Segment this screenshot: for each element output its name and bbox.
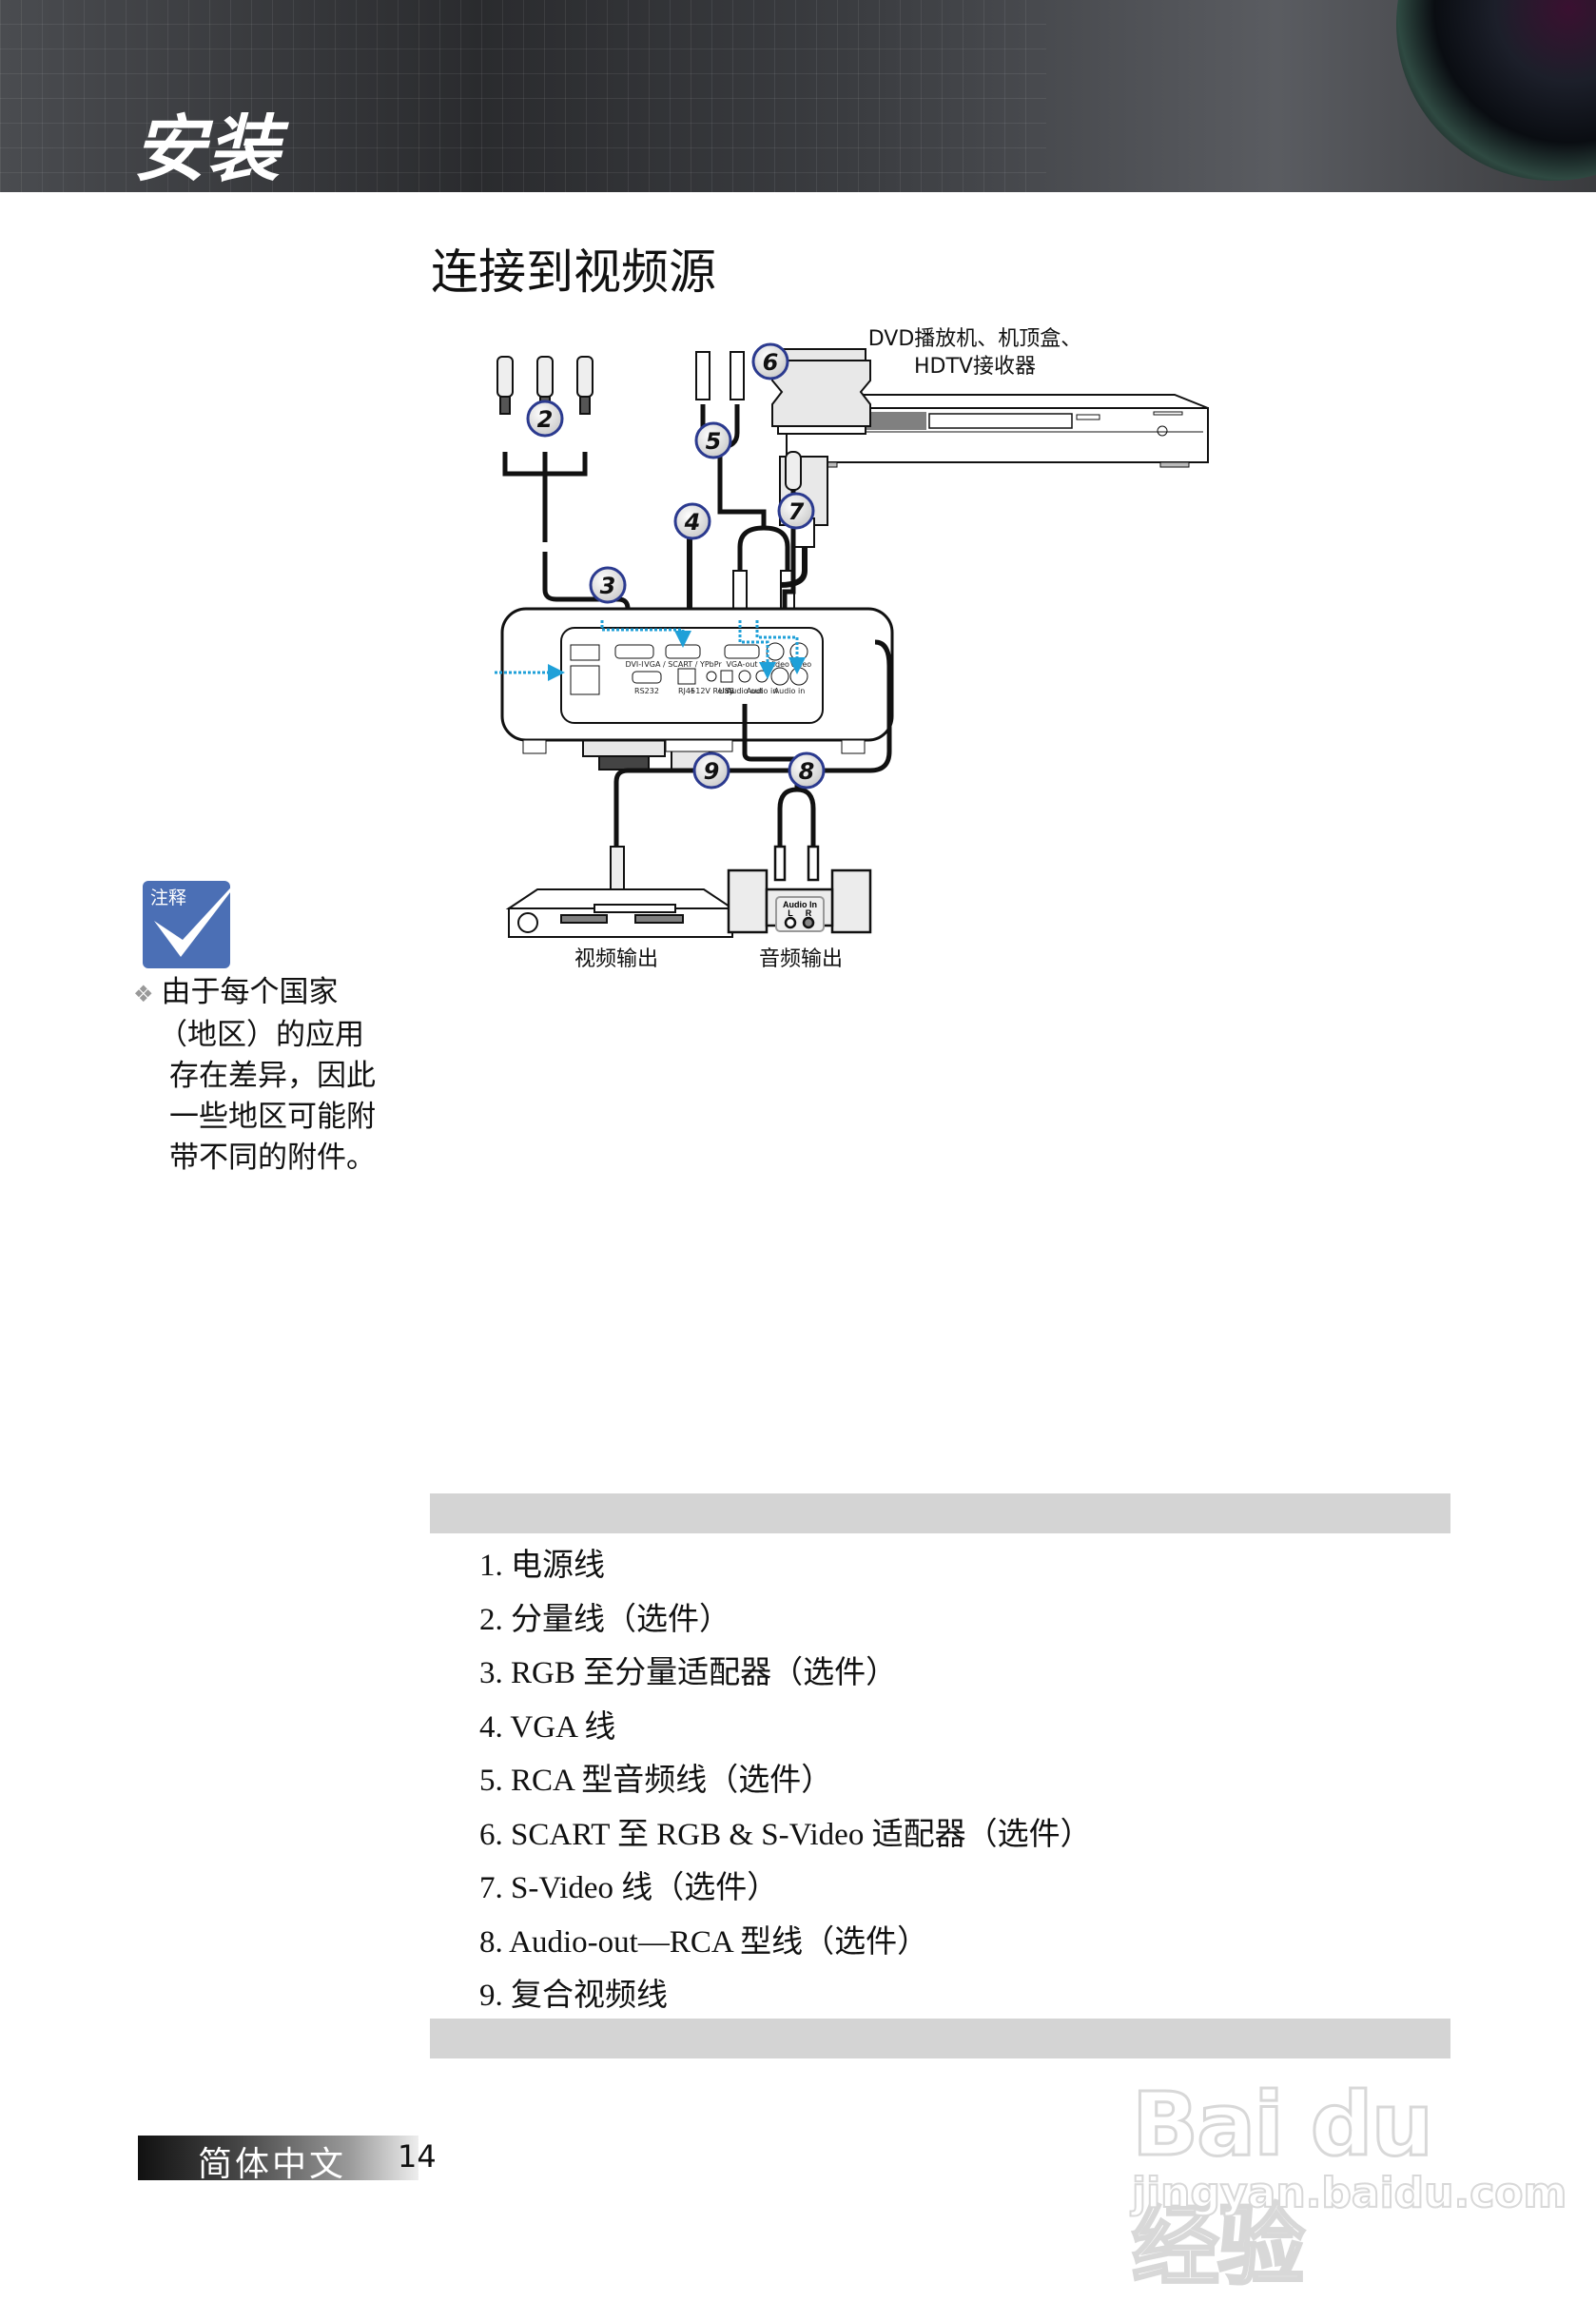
chapter-title: 安装 (133, 107, 282, 191)
list-bottom-divider (430, 2019, 1450, 2058)
header-grid-pattern (0, 0, 1046, 192)
port-label-vga-in: VGA / SCART / YPbPr (644, 660, 722, 669)
port-label-audio-out: Audio out (727, 687, 763, 695)
callout-circle (751, 342, 789, 380)
projector-ports: DVI-I VGA / SCART / YPbPr VGA-out S-Vide… (570, 642, 812, 695)
list-item: 5. RCA 型音频线（选件） (479, 1764, 833, 1798)
note-text: ❖ 由于每个国家 （地区）的应用 存在差异，因此 一些地区可能附 带不同的附件。 (133, 972, 418, 1179)
callout-number: 3 (600, 573, 616, 599)
callout-circle (673, 502, 711, 540)
callout-2: 2 (526, 400, 564, 438)
projector-lens-image (1396, 0, 1596, 181)
port-label-audio-in: Audio in (747, 687, 778, 695)
list-item: 8. Audio-out—RCA 型线（选件） (479, 1924, 929, 1960)
video-player-icon (505, 846, 736, 938)
port-label-rs232: RS232 (634, 687, 659, 695)
note-line: ❖ 由于每个国家 (133, 972, 418, 1015)
port-label-usb: USB (719, 687, 734, 695)
note-line: 带不同的附件。 (169, 1141, 376, 1175)
note-line: 一些地区可能附 (169, 1100, 376, 1134)
source-device-label-line2: HDTV接收器 (914, 355, 1036, 379)
port-label-svideo: S-Video (761, 660, 789, 669)
callout-8: 8 (788, 751, 826, 790)
page-number: 14 (398, 2138, 437, 2175)
callout-4: 4 (673, 502, 711, 540)
port-label-relay: +12V Relay (690, 687, 734, 695)
callout-6: 6 (751, 342, 789, 380)
list-item: 1. 电源线 (479, 1549, 605, 1583)
footer-language-tab (138, 2136, 418, 2180)
speaker-system-icon (727, 845, 872, 934)
note-icon: 注释 (143, 866, 252, 972)
connection-diagram: DVD播放机、机顶盒、 HDTV接收器 (336, 314, 1370, 1474)
callout-number: 6 (763, 349, 779, 376)
callout-9: 9 (692, 751, 730, 790)
callout-number: 2 (537, 406, 554, 433)
callout-number: 8 (799, 758, 815, 785)
port-label-audio-lr: Audio in (774, 687, 806, 695)
callout-5: 5 (694, 421, 732, 459)
cable-list: 1. 电源线 2. 分量线（选件） 3. RGB 至分量适配器（选件） 4. V… (479, 1539, 1092, 2023)
list-item: 6. SCART 至 RGB & S-Video 适配器（选件） (479, 1817, 1092, 1852)
callout-7: 7 (777, 492, 815, 530)
watermark-url: jingyan.baidu.com (1131, 2168, 1567, 2218)
callout-circle (777, 492, 815, 530)
callout-number: 5 (706, 428, 722, 455)
list-item: 9. 复合视频线 (479, 1979, 668, 2013)
callout-circle (526, 400, 564, 438)
speaker-l-label: L (788, 908, 793, 918)
section-title: 连接到视频源 (431, 244, 716, 300)
speaker-r-label: R (806, 908, 812, 918)
chapter-header-banner (0, 0, 1596, 192)
source-device-label-line1: DVD播放机、机顶盒、 (868, 327, 1082, 351)
note-line: （地区）的应用 (158, 1018, 364, 1052)
note-line: 存在差异，因此 (169, 1059, 376, 1093)
callout-number: 4 (684, 509, 701, 536)
callout-number: 7 (788, 498, 805, 525)
note-icon-label: 注释 (150, 888, 186, 908)
component-cable-icon (502, 452, 664, 628)
list-top-divider (430, 1493, 1450, 1533)
callout-circle (692, 751, 730, 790)
speaker-audio-in-label: Audio In (783, 900, 817, 909)
list-item: 2. 分量线（选件） (479, 1602, 730, 1637)
callout-3: 3 (589, 566, 627, 604)
list-item: 7. S-Video 线（选件） (479, 1871, 779, 1905)
port-label-dvi: DVI-I (625, 660, 643, 669)
port-label-vga-out: VGA-out (726, 660, 757, 669)
callout-circle (694, 421, 732, 459)
port-label-rj45: RJ45 (678, 687, 695, 695)
diamond-bullet-icon: ❖ (133, 981, 154, 1007)
audio-output-label: 音频输出 (759, 947, 843, 971)
video-output-label: 视频输出 (574, 947, 658, 971)
audio-out-video-cables (613, 639, 892, 847)
list-item: 4. VGA 线 (479, 1709, 616, 1745)
projector-icon (500, 607, 894, 754)
note-line-text: 由于每个国家 (161, 975, 339, 1009)
baidu-watermark: Bai du 经验 jingyan.baidu.com (1131, 2026, 1568, 2299)
callout-circle (589, 566, 627, 604)
callout-circle (788, 751, 826, 790)
port-label-video: Video (790, 660, 812, 669)
list-item: 3. RGB 至分量适配器（选件） (479, 1656, 898, 1690)
callout-number: 9 (704, 758, 720, 785)
footer-language: 简体中文 (198, 2145, 347, 2184)
